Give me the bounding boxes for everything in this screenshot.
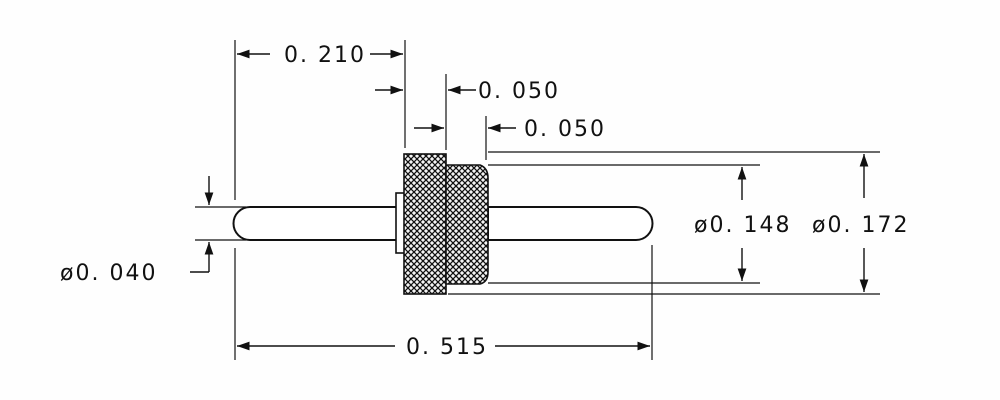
head-inner-disc	[445, 164, 489, 285]
head-outer-disc	[403, 153, 447, 295]
head-width-b-label: 0. 050	[524, 117, 606, 142]
dim-outer-diameter: ø0. 172	[812, 154, 909, 292]
head-width-a-label: 0. 050	[478, 79, 560, 104]
dim-overall-length: 0. 515	[237, 335, 650, 360]
pin-diameter-label: ø0. 040	[60, 261, 157, 286]
pin-body	[232, 206, 654, 241]
extension-lines	[195, 40, 880, 360]
pin-right-segment	[487, 206, 654, 241]
dim-pin-offset: 0. 210	[237, 43, 403, 68]
dim-inner-diameter: ø0. 148	[694, 167, 791, 281]
overall-length-label: 0. 515	[406, 335, 488, 360]
inner-diameter-label: ø0. 148	[694, 213, 791, 238]
dim-head-width-b: 0. 050	[414, 117, 606, 142]
pin-left-segment	[232, 206, 399, 241]
dim-pin-diameter: ø0. 040	[60, 176, 214, 286]
dim-head-width-a: 0. 050	[375, 79, 560, 104]
outer-diameter-label: ø0. 172	[812, 213, 909, 238]
knurled-head	[395, 153, 489, 295]
pin-offset-label: 0. 210	[284, 43, 366, 68]
